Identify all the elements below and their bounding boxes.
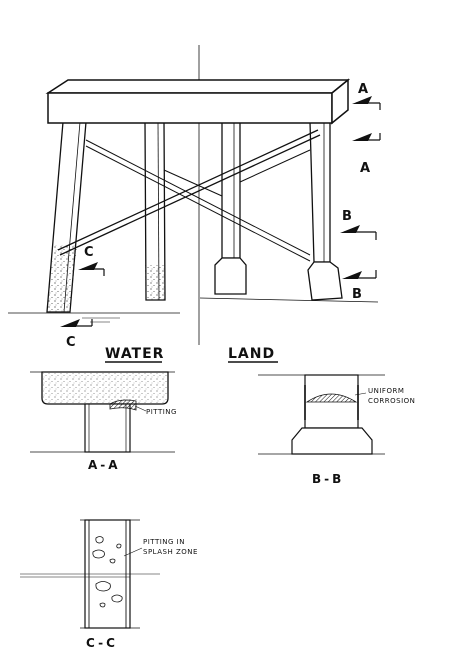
annotation-pitting-in: PITTING IN — [143, 538, 185, 546]
section-label-b-top: B — [342, 209, 352, 224]
section-title-c-c: C-C — [86, 636, 118, 650]
splash-zone-pits — [92, 536, 123, 608]
section-c-c: PITTING IN SPLASH ZONE C-C — [20, 519, 198, 650]
annotation-pitting: PITTING — [146, 408, 177, 416]
water-pile-left — [46, 121, 87, 313]
section-label-a-bottom: A — [360, 161, 370, 176]
land-pile-left — [214, 121, 247, 295]
section-marker-b-top: B — [340, 209, 377, 240]
annotation-splash-zone: SPLASH ZONE — [143, 548, 198, 556]
section-marker-a-top: A — [352, 82, 381, 110]
pier-elevation — [8, 45, 379, 345]
section-marker-a-bottom: A — [352, 133, 381, 176]
diagonal-brace-rod — [57, 129, 321, 256]
section-marker-c-top: C — [78, 245, 105, 276]
cross-bracing — [85, 139, 311, 262]
section-marker-c-bottom: C — [60, 319, 93, 350]
section-label-c-top: C — [84, 245, 94, 260]
heading-land: LAND — [228, 346, 275, 362]
annotation-uniform: UNIFORM — [368, 387, 404, 395]
annotation-corrosion: CORROSION — [368, 397, 415, 405]
section-title-b-b: B-B — [312, 472, 344, 486]
section-b-b: UNIFORM CORROSION B-B — [258, 374, 415, 486]
section-title-a-a: A-A — [88, 458, 121, 472]
section-marker-b-bottom: B — [342, 270, 377, 302]
heading-water: WATER — [105, 346, 164, 362]
deck-cap — [45, 78, 351, 125]
ground-line-land — [199, 297, 379, 303]
section-a-a: PITTING A-A — [30, 371, 177, 472]
section-label-b-bottom: B — [352, 287, 362, 302]
section-label-c-bottom: C — [66, 335, 76, 350]
section-label-a-top: A — [358, 82, 368, 97]
land-pile-right — [307, 121, 343, 301]
